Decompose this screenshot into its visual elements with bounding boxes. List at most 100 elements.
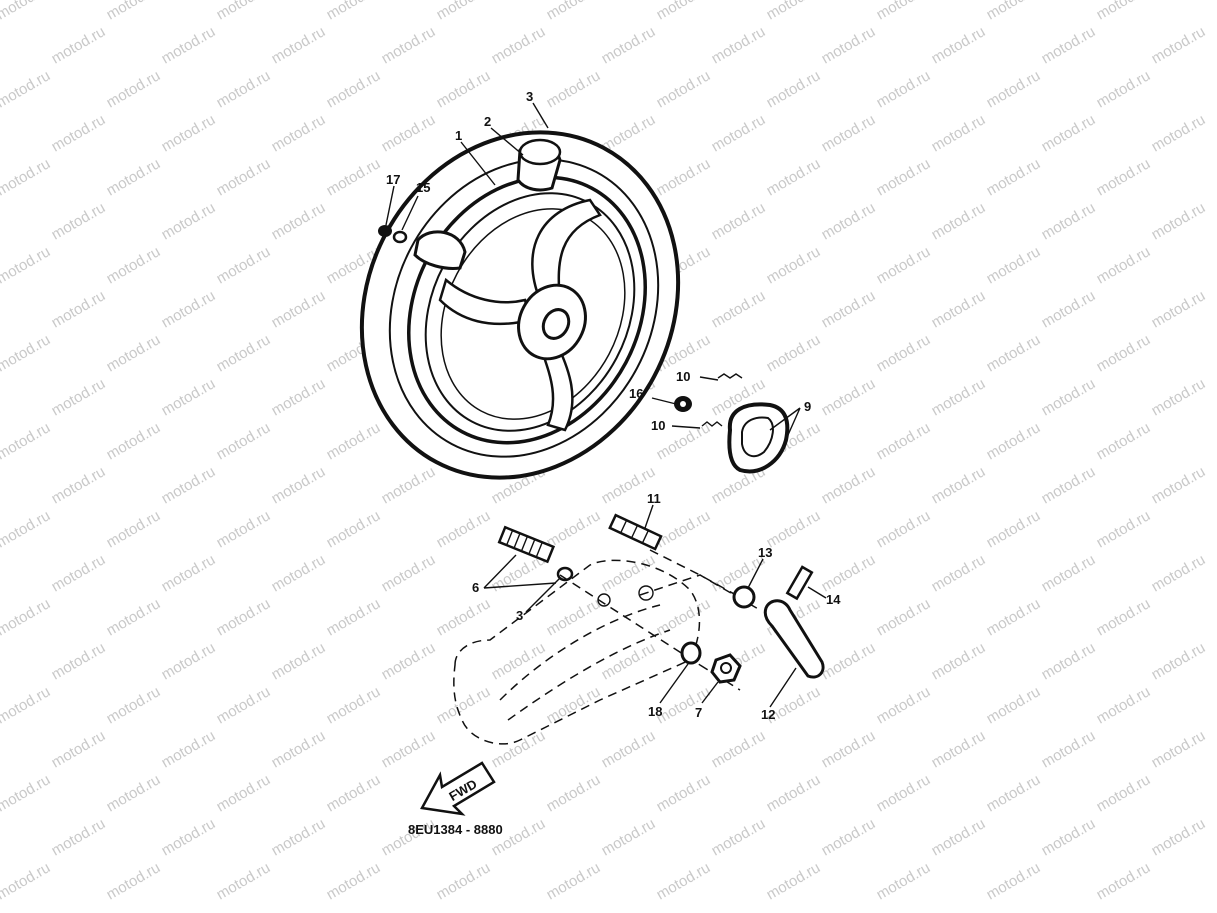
watermark-text: motod.ru (269, 639, 329, 683)
watermark-text: motod.ru (489, 727, 549, 771)
watermark-text: motod.ru (104, 419, 164, 463)
watermark-text: motod.ru (0, 67, 53, 111)
watermark-text: motod.ru (1094, 419, 1154, 463)
valve-nut (378, 225, 392, 237)
watermark-text: motod.ru (379, 23, 439, 67)
watermark-text: motod.ru (764, 859, 824, 903)
watermark-text: motod.ru (379, 639, 439, 683)
watermark-text: motod.ru (1039, 727, 1099, 771)
watermark-text: motod.ru (874, 683, 934, 727)
watermark-text: motod.ru (214, 0, 274, 23)
oil-seal (680, 641, 702, 665)
watermark-text: motod.ru (104, 155, 164, 199)
watermark-text: motod.ru (0, 331, 53, 375)
watermark-text: motod.ru (819, 111, 879, 155)
watermark-text: motod.ru (1149, 111, 1209, 155)
watermark-text: motod.ru (104, 0, 164, 23)
watermark-text: motod.ru (1149, 199, 1209, 243)
watermark-text: motod.ru (1039, 463, 1099, 507)
watermark-text: motod.ru (324, 0, 384, 23)
watermark-text: motod.ru (0, 683, 53, 727)
watermark-text: motod.ru (544, 595, 604, 639)
callout-9: 9 (804, 399, 811, 414)
callout-3: 3 (526, 89, 533, 104)
watermark-text: motod.ru (654, 507, 714, 551)
watermark-text: motod.ru (214, 331, 274, 375)
watermark-text: motod.ru (159, 375, 219, 419)
watermark-text: motod.ru (599, 551, 659, 595)
watermark-text: motod.ru (1039, 815, 1099, 859)
watermark-text: motod.ru (544, 0, 604, 23)
brake-shoe-lining (741, 416, 774, 458)
watermark-text: motod.ru (1149, 287, 1209, 331)
watermark-text: motod.ru (0, 243, 53, 287)
watermark-text: motod.ru (214, 859, 274, 903)
watermark-text: motod.ru (49, 287, 109, 331)
watermark-text: motod.ru (1039, 375, 1099, 419)
watermark-text: motod.ru (1039, 111, 1099, 155)
watermark-text: motod.ru (269, 199, 329, 243)
watermark-text: motod.ru (0, 155, 53, 199)
watermark-text: motod.ru (874, 67, 934, 111)
watermark-text: motod.ru (709, 727, 769, 771)
watermark-text: motod.ru (214, 683, 274, 727)
brake-cam-lever (763, 599, 825, 679)
watermark-text: motod.ru (379, 727, 439, 771)
watermark-text: motod.ru (929, 463, 989, 507)
watermark-text: motod.ru (1149, 23, 1209, 67)
watermark-text: motod.ru (0, 771, 53, 815)
watermark-text: motod.ru (379, 463, 439, 507)
watermark-text: motod.ru (159, 463, 219, 507)
callout-1: 1 (455, 128, 462, 143)
watermark-text: motod.ru (0, 419, 53, 463)
watermark-text: motod.ru (324, 155, 384, 199)
watermark-text: motod.ru (819, 199, 879, 243)
watermark-text: motod.ru (1094, 595, 1154, 639)
watermark-text: motod.ru (819, 375, 879, 419)
crankcase-inner (499, 604, 671, 721)
callout-7: 7 (695, 705, 702, 720)
watermark-text: motod.ru (1149, 815, 1209, 859)
watermark-text: motod.ru (1094, 507, 1154, 551)
watermark-text: motod.ru (929, 111, 989, 155)
watermark-text: motod.ru (214, 67, 274, 111)
watermark-text: motod.ru (324, 859, 384, 903)
watermark-text: motod.ru (104, 331, 164, 375)
axle-washer (556, 566, 574, 582)
wheel-spoke (531, 198, 602, 302)
watermark-text: motod.ru (874, 859, 934, 903)
watermark-text: motod.ru (1094, 771, 1154, 815)
axle-nut-hole (720, 662, 732, 674)
watermark-text: motod.ru (709, 199, 769, 243)
watermark-text: motod.ru (819, 287, 879, 331)
watermark-text: motod.ru (379, 551, 439, 595)
watermark-text: motod.ru (159, 199, 219, 243)
brake-spring (701, 421, 723, 427)
figure-code: 8EU1384 - 8880 (408, 822, 503, 837)
watermark-text: motod.ru (874, 419, 934, 463)
watermark-text: motod.ru (654, 67, 714, 111)
watermark-text: motod.ru (159, 287, 219, 331)
watermark-text: motod.ru (1039, 23, 1099, 67)
watermark-text: motod.ru (1094, 67, 1154, 111)
watermark-text: motod.ru (1149, 551, 1209, 595)
watermark-text: motod.ru (709, 815, 769, 859)
watermark-text: motod.ru (929, 815, 989, 859)
callout-15: 15 (416, 180, 430, 195)
callout-6: 6 (472, 580, 479, 595)
watermark-text: motod.ru (324, 595, 384, 639)
watermark-text: motod.ru (654, 859, 714, 903)
watermark-text: motod.ru (104, 243, 164, 287)
watermark-text: motod.ru (159, 551, 219, 595)
callout-3: 3 (516, 608, 523, 623)
watermark-text: motod.ru (269, 551, 329, 595)
tire-section (413, 230, 467, 270)
watermark-text: motod.ru (1149, 639, 1209, 683)
axle-bolt (497, 525, 556, 564)
watermark-text: motod.ru (929, 287, 989, 331)
watermark-text: motod.ru (1094, 683, 1154, 727)
callout-18: 18 (648, 704, 662, 719)
watermark-text: motod.ru (544, 67, 604, 111)
assembly-line (559, 574, 701, 666)
